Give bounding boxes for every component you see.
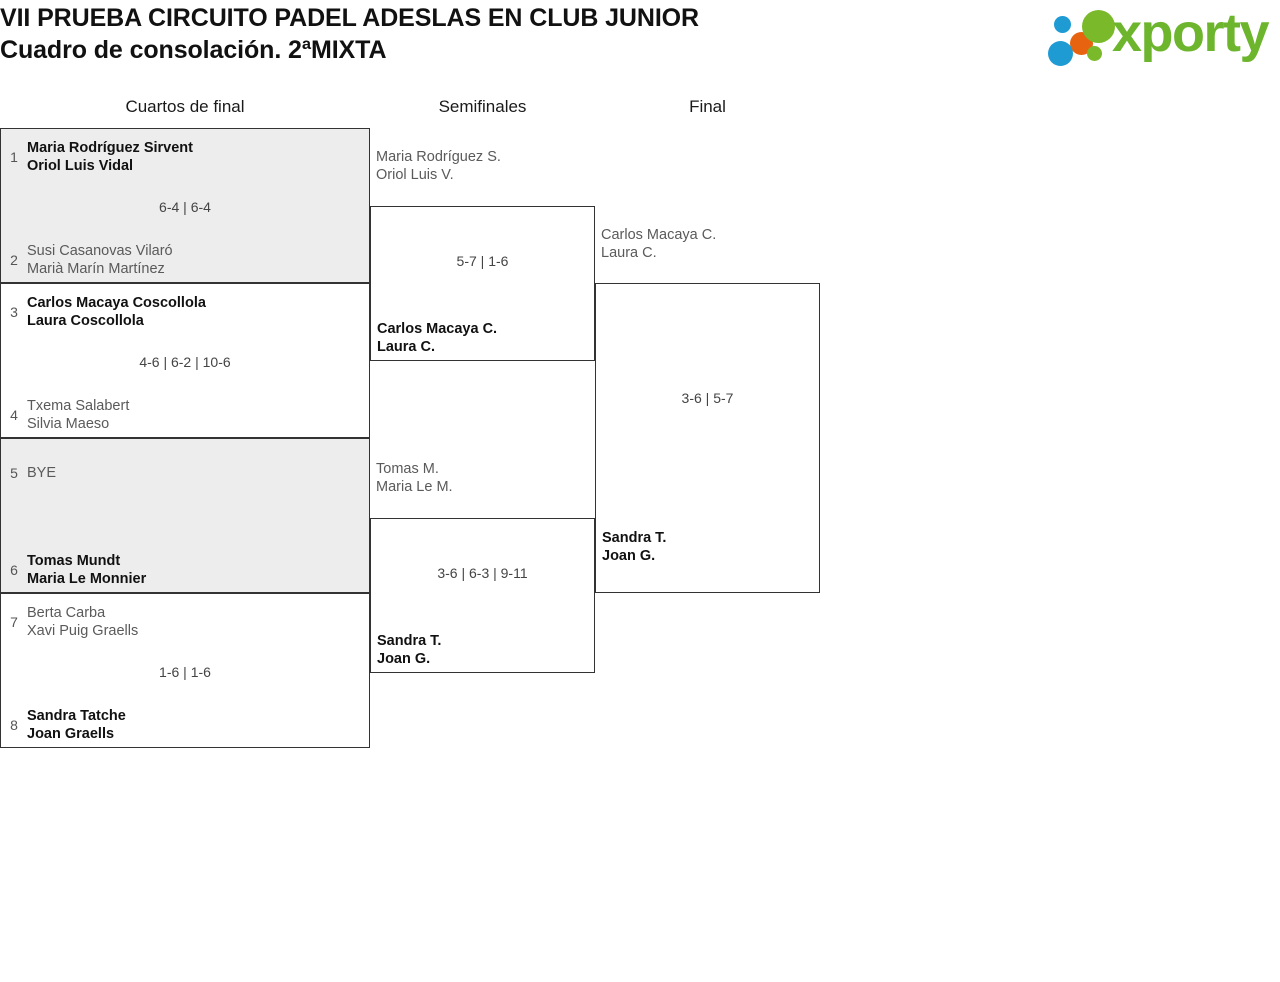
- team-names: Maria Rodríguez Sirvent Oriol Luis Vidal: [27, 140, 193, 174]
- tournament-subtitle: Cuadro de consolación. 2ªMIXTA: [0, 36, 387, 64]
- dot-green-small-icon: [1087, 46, 1102, 61]
- team-slot-seed-8[interactable]: 8 Sandra Tatche Joan Graells: [1, 707, 369, 743]
- round-header-semifinals: Semifinales: [438, 97, 527, 116]
- tournament-title: VII PRUEBA CIRCUITO PADEL ADESLAS EN CLU…: [0, 4, 699, 32]
- match-final[interactable]: 3-6 | 5-7 Sandra T. Joan G.: [595, 283, 820, 593]
- match-sf-2[interactable]: 3-6 | 6-3 | 9-11 Sandra T. Joan G.: [370, 518, 595, 673]
- seed-number: 2: [10, 252, 18, 268]
- team-names: Tomas Mundt Maria Le Monnier: [27, 553, 147, 587]
- match-sf-1[interactable]: 5-7 | 1-6 Carlos Macaya C. Laura C.: [370, 206, 595, 361]
- team-names: Sandra T. Joan G.: [377, 633, 442, 667]
- match-r1-4[interactable]: 7 Berta Carba Xavi Puig Graells 1-6 | 1-…: [0, 593, 370, 748]
- page-title: VII PRUEBA CIRCUITO PADEL ADESLAS EN CLU…: [0, 2, 900, 66]
- seed-number: 1: [10, 149, 18, 165]
- sf2-team-top-label[interactable]: Tomas M. Maria Le M.: [376, 461, 453, 495]
- team-slot-seed-7[interactable]: 7 Berta Carba Xavi Puig Graells: [1, 604, 369, 640]
- match-score: 6-4 | 6-4: [159, 199, 211, 215]
- logo-wordmark: xporty: [1112, 3, 1270, 63]
- match-r1-2[interactable]: 3 Carlos Macaya Coscollola Laura Coscoll…: [0, 283, 370, 438]
- match-r1-1[interactable]: 1 Maria Rodríguez Sirvent Oriol Luis Vid…: [0, 128, 370, 283]
- match-score: 4-6 | 6-2 | 10-6: [139, 354, 231, 370]
- team-slot-seed-6[interactable]: 6 Tomas Mundt Maria Le Monnier: [1, 552, 369, 588]
- team-names: Carlos Macaya C. Laura C.: [377, 321, 498, 355]
- final-team-bottom-champion[interactable]: Sandra T. Joan G.: [596, 529, 819, 565]
- seed-number: 7: [10, 614, 18, 630]
- final-team-top-label[interactable]: Carlos Macaya C. Laura C.: [601, 227, 717, 261]
- sf2-team-bottom[interactable]: Sandra T. Joan G.: [371, 632, 594, 668]
- team-names: BYE: [27, 465, 57, 481]
- round-header-final: Final: [689, 97, 726, 116]
- dot-blue-small-icon: [1054, 16, 1071, 33]
- match-score: 1-6 | 1-6: [159, 664, 211, 680]
- match-score: 5-7 | 1-6: [456, 253, 509, 269]
- team-slot-seed-5[interactable]: 5 BYE: [1, 464, 369, 482]
- team-names: Sandra Tatche Joan Graells: [27, 708, 126, 742]
- team-names: Berta Carba Xavi Puig Graells: [27, 605, 139, 639]
- seed-number: 8: [10, 717, 18, 733]
- team-names: Sandra T. Joan G.: [602, 530, 667, 564]
- logo-dots-icon: [1048, 10, 1120, 66]
- team-names: Carlos Macaya Coscollola Laura Coscollol…: [27, 295, 206, 329]
- tournament-bracket: Cuartos de final Semifinales Final 1 Mar…: [0, 86, 1280, 786]
- team-names: Txema Salabert Silvia Maeso: [27, 398, 130, 432]
- team-names: Susi Casanovas Vilaró Marià Marín Martín…: [27, 243, 173, 277]
- seed-number: 3: [10, 304, 18, 320]
- team-slot-seed-2[interactable]: 2 Susi Casanovas Vilaró Marià Marín Mart…: [1, 242, 369, 278]
- seed-number: 6: [10, 562, 18, 578]
- xporty-logo[interactable]: xporty: [1042, 3, 1274, 66]
- seed-number: 4: [10, 407, 18, 423]
- sf1-team-bottom[interactable]: Carlos Macaya C. Laura C.: [371, 320, 594, 356]
- team-slot-seed-3[interactable]: 3 Carlos Macaya Coscollola Laura Coscoll…: [1, 294, 369, 330]
- seed-number: 5: [10, 465, 18, 481]
- dot-blue-large-icon: [1048, 41, 1073, 66]
- match-score: 3-6 | 6-3 | 9-11: [437, 565, 528, 581]
- round-header-quarterfinals: Cuartos de final: [125, 97, 245, 116]
- team-slot-seed-4[interactable]: 4 Txema Salabert Silvia Maeso: [1, 397, 369, 433]
- sf1-team-top-label[interactable]: Maria Rodríguez S. Oriol Luis V.: [376, 149, 501, 183]
- match-score: 3-6 | 5-7: [681, 390, 734, 406]
- team-slot-seed-1[interactable]: 1 Maria Rodríguez Sirvent Oriol Luis Vid…: [1, 139, 369, 175]
- page-header: VII PRUEBA CIRCUITO PADEL ADESLAS EN CLU…: [0, 0, 1280, 86]
- match-r1-3[interactable]: 5 BYE 6 Tomas Mundt Maria Le Monnier: [0, 438, 370, 593]
- dot-green-large-icon: [1082, 10, 1115, 43]
